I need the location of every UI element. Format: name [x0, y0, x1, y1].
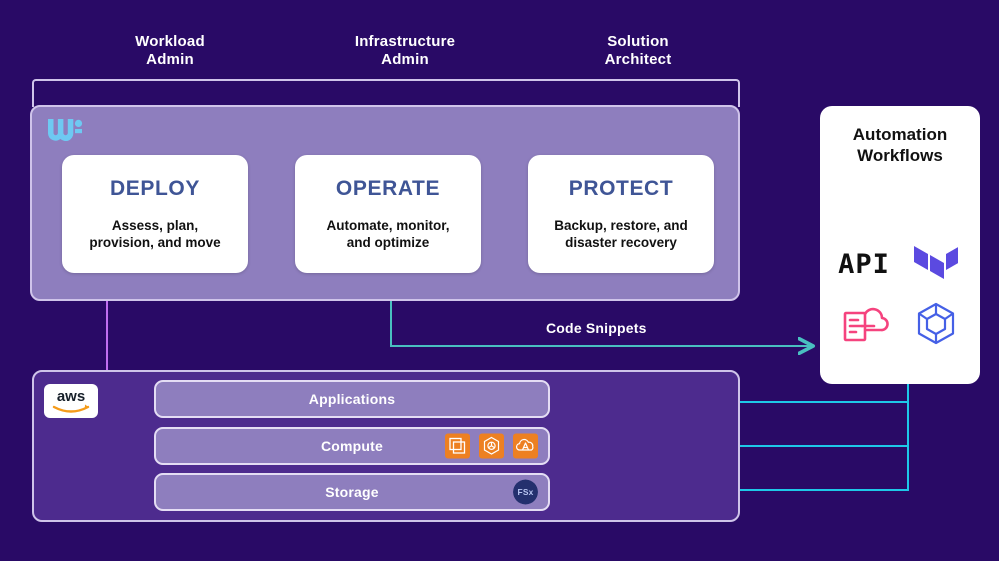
persona-line-2: Admin	[146, 51, 194, 68]
compute-icon-group	[445, 433, 538, 459]
fsx-icon: FSx	[513, 479, 538, 505]
card-protect-desc: Backup, restore, and disaster recovery	[554, 217, 688, 251]
storage-icon-group: FSx	[513, 479, 538, 505]
svg-text:aws: aws	[57, 388, 85, 405]
code-snippets-label: Code Snippets	[546, 320, 647, 336]
persona-line-2: Architect	[604, 51, 672, 68]
lifecycle-panel: DEPLOY Assess, plan, provision, and move…	[30, 105, 740, 301]
aws-logo-glyph: aws	[52, 388, 90, 413]
card-protect[interactable]: PROTECT Backup, restore, and disaster re…	[528, 155, 714, 273]
card-deploy-desc-line2: provision, and move	[89, 235, 221, 250]
vagrant-cube-icon	[917, 302, 955, 345]
persona-bracket	[32, 79, 740, 107]
card-protect-desc-line1: Backup, restore, and	[554, 218, 688, 233]
persona-workload-admin: Workload Admin	[90, 33, 250, 69]
wf-logo-icon	[48, 119, 83, 142]
card-deploy-title: DEPLOY	[110, 177, 200, 200]
card-operate-desc: Automate, monitor, and optimize	[326, 217, 449, 251]
card-deploy[interactable]: DEPLOY Assess, plan, provision, and move	[62, 155, 248, 273]
eks-hexagon-icon	[479, 433, 504, 459]
card-operate-desc-line2: and optimize	[346, 235, 430, 250]
persona-line-1: Workload	[135, 33, 205, 50]
layer-row-applications[interactable]: Applications	[154, 380, 550, 418]
layer-label-compute: Compute	[320, 438, 384, 454]
cloudformation-icon	[843, 307, 889, 342]
lambda-cloud-icon	[513, 433, 538, 459]
card-protect-title: PROTECT	[568, 177, 674, 200]
layer-row-compute[interactable]: Compute	[154, 427, 550, 465]
terraform-icon	[914, 246, 958, 279]
card-operate-title: OPERATE	[335, 177, 441, 200]
persona-line-1: Infrastructure	[354, 33, 456, 50]
aws-logo-icon: aws	[44, 384, 98, 418]
persona-line-2: Admin	[381, 51, 429, 68]
automation-workflows-title: Automation Workflows	[820, 124, 980, 166]
layer-label-storage: Storage	[325, 484, 379, 500]
layer-label-applications: Applications	[308, 391, 396, 407]
persona-line-1: Solution	[607, 33, 669, 50]
automation-title-line1: Automation	[852, 125, 948, 144]
automation-title-line2: Workflows	[857, 146, 943, 165]
fsx-label: FSx	[518, 487, 534, 497]
card-protect-desc-line2: disaster recovery	[565, 235, 677, 250]
card-deploy-desc-line1: Assess, plan,	[111, 218, 199, 233]
card-operate-desc-line1: Automate, monitor,	[326, 218, 450, 233]
api-text-icon: API	[838, 248, 890, 280]
automation-workflows-card[interactable]: Automation Workflows API	[820, 106, 980, 384]
persona-solution-architect: Solution Architect	[558, 33, 718, 69]
card-operate[interactable]: OPERATE Automate, monitor, and optimize	[295, 155, 481, 273]
ec2-icon	[445, 433, 470, 459]
automation-icon-grid: API	[820, 234, 980, 354]
layer-row-storage[interactable]: Storage FSx	[154, 473, 550, 511]
card-deploy-desc: Assess, plan, provision, and move	[89, 217, 220, 251]
persona-infrastructure-admin: Infrastructure Admin	[325, 33, 485, 69]
